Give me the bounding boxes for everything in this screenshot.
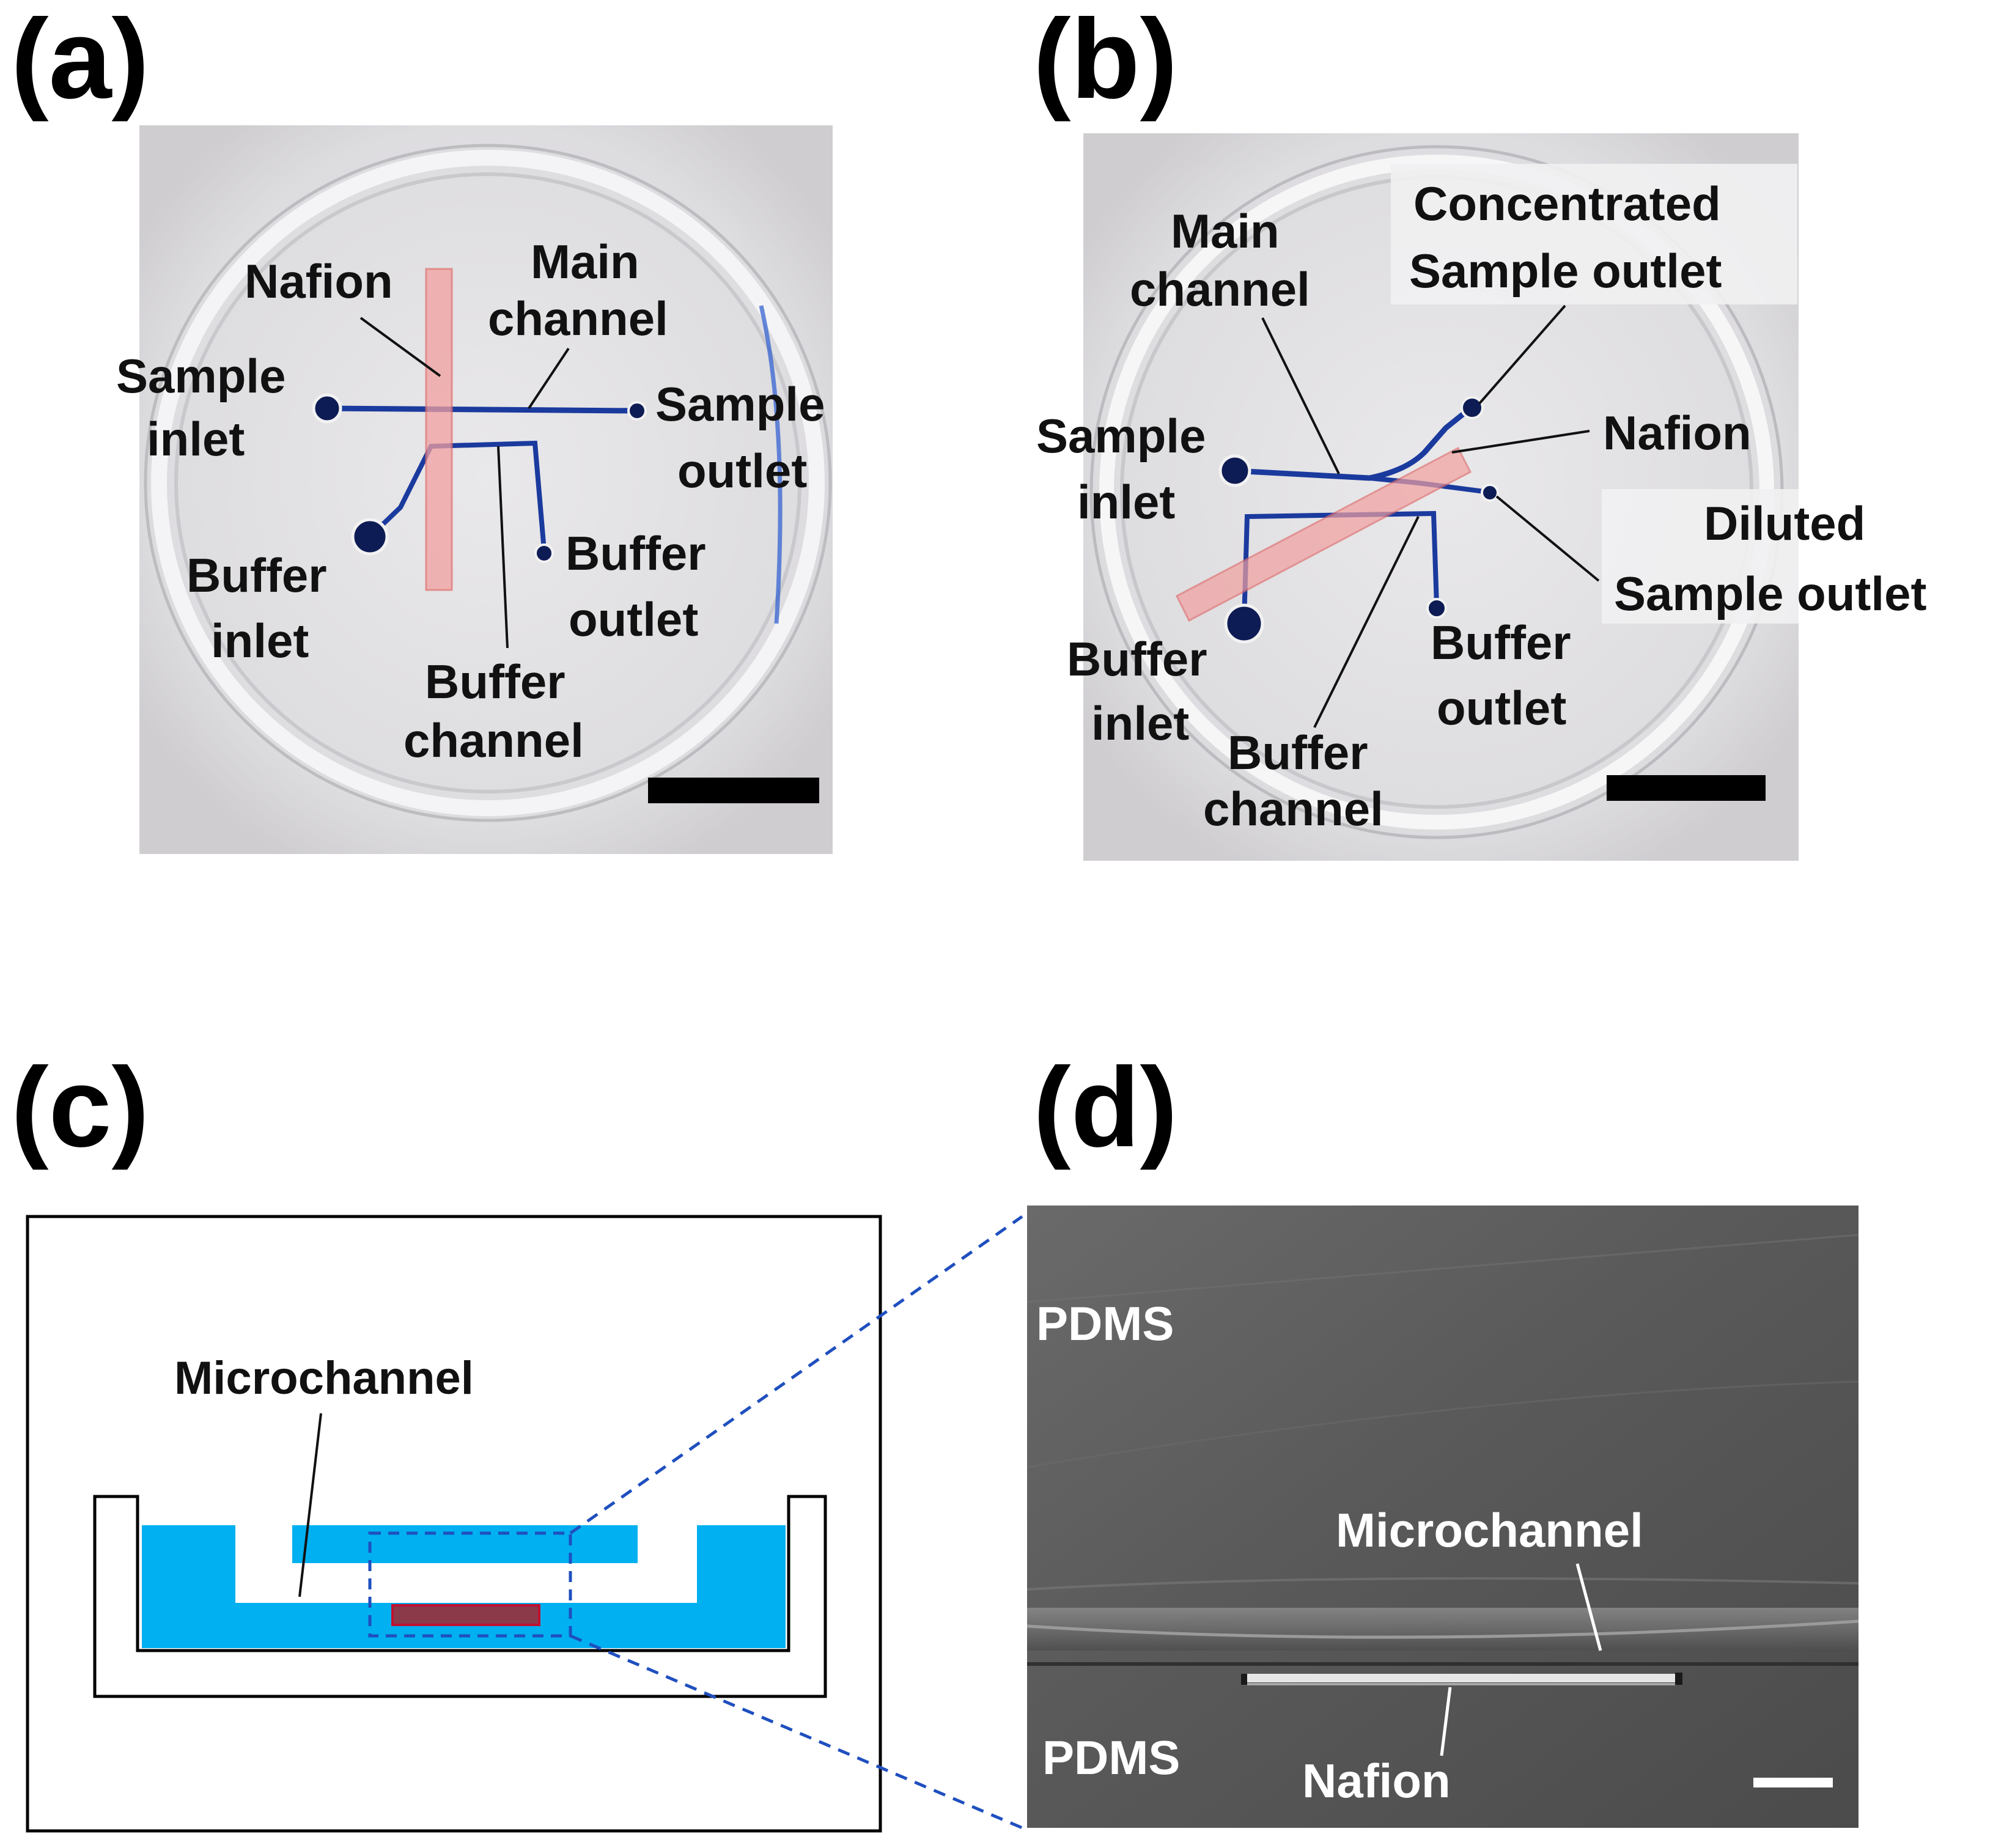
zoom-connector	[569, 1215, 1023, 1830]
panel-b-photo	[1083, 133, 1799, 861]
b-label-buffer-channel-2: channel	[1203, 782, 1383, 836]
a-label-sample-outlet-2: outlet	[677, 444, 807, 498]
b-label-buffer-inlet-1: Buffer	[1067, 632, 1207, 686]
a-label-buffer-inlet-1: Buffer	[186, 548, 327, 602]
b-label-concentrated-1: Concentrated	[1413, 177, 1721, 230]
panel-c: (c) Microchannel	[11, 1045, 882, 1833]
panel-d: (d) PDMS PDMS Microchannel Nafion	[1026, 1045, 1859, 1828]
panel-a-scale-bar	[648, 778, 819, 803]
panel-c-nafion	[391, 1604, 540, 1626]
d-label-microchannel: Microchannel	[1336, 1503, 1643, 1557]
a-label-main-channel-2: channel	[488, 292, 668, 345]
panel-a-photo	[139, 125, 833, 854]
d-label-nafion: Nafion	[1302, 1754, 1451, 1808]
b-label-sample-inlet-2: inlet	[1077, 475, 1175, 529]
panel-d-scale-bar	[1753, 1778, 1833, 1787]
a-label-sample-inlet-2: inlet	[147, 412, 245, 466]
panel-c-dish	[93, 1495, 827, 1698]
panel-a-ports	[312, 393, 647, 563]
b-label-concentrated-2: Sample outlet	[1409, 244, 1722, 298]
panel-a-nafion-strip	[425, 268, 453, 591]
a-label-sample-outlet-1: Sample	[655, 377, 825, 431]
panel-c-frame	[26, 1215, 882, 1833]
b-label-buffer-outlet-2: outlet	[1437, 681, 1566, 735]
b-label-buffer-outlet-1: Buffer	[1431, 616, 1571, 669]
panel-c-pdms	[142, 1525, 786, 1648]
panel-c-top-slab	[292, 1525, 638, 1563]
panel-b-nafion-strip	[1176, 446, 1472, 622]
a-label-buffer-channel-2: channel	[403, 713, 584, 767]
panel-a: (a) Nafion Main channel Sample inlet	[11, 0, 833, 854]
d-label-pdms-bottom: PDMS	[1042, 1731, 1180, 1784]
a-label-buffer-outlet-1: Buffer	[565, 526, 706, 580]
panel-b-ports	[1218, 396, 1499, 644]
b-label-diluted-1: Diluted	[1704, 496, 1865, 550]
panel-a-main-channel	[326, 405, 636, 414]
a-label-main-channel-1: Main	[531, 235, 639, 289]
panel-d-sem-image	[1026, 1206, 1859, 1828]
panel-c-letter: (c)	[11, 1045, 149, 1171]
panel-b-scale-bar	[1607, 775, 1766, 801]
b-label-sample-inlet-1: Sample	[1036, 409, 1206, 463]
a-label-buffer-channel-1: Buffer	[425, 655, 565, 709]
panel-b: (b) Concentrated Sample outlet Mai	[1033, 0, 1926, 861]
panel-c-zoom-box	[368, 1531, 572, 1638]
b-label-buffer-inlet-2: inlet	[1091, 696, 1189, 750]
b-label-diluted-2: Sample outlet	[1614, 567, 1926, 620]
b-label-main-channel-1: Main	[1171, 204, 1280, 258]
b-label-main-channel-2: channel	[1130, 262, 1310, 316]
panel-b-letter: (b)	[1033, 0, 1177, 122]
a-label-sample-inlet-1: Sample	[116, 349, 286, 403]
a-label-nafion: Nafion	[245, 254, 393, 308]
d-label-pdms-top: PDMS	[1036, 1297, 1174, 1350]
b-label-buffer-channel-1: Buffer	[1228, 726, 1368, 779]
c-label-microchannel: Microchannel	[174, 1352, 474, 1404]
panel-d-letter: (d)	[1033, 1045, 1177, 1171]
b-label-nafion: Nafion	[1603, 406, 1752, 460]
panel-a-letter: (a)	[11, 0, 149, 122]
a-label-buffer-inlet-2: inlet	[211, 614, 309, 668]
a-label-buffer-outlet-2: outlet	[569, 592, 698, 646]
